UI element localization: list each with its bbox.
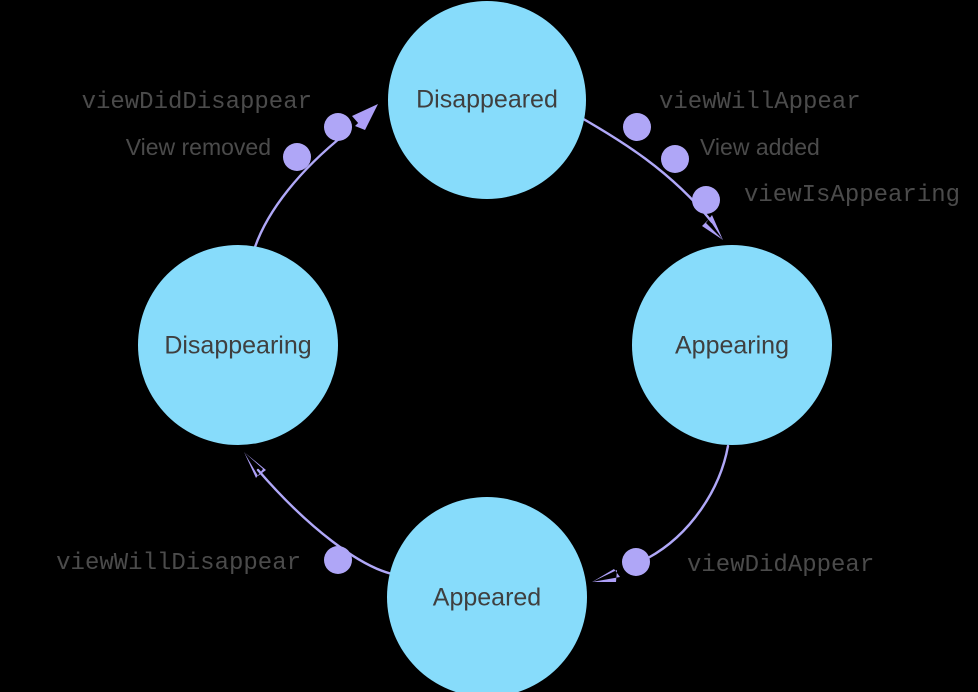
arrowhead-disappearing (244, 452, 266, 478)
node-disappeared[interactable]: Disappeared (388, 1, 586, 199)
edge-dot (324, 113, 352, 141)
edge-label-view-added: View added (700, 134, 820, 160)
node-label-disappearing: Disappearing (164, 332, 311, 360)
edge-path-disappearing-to-disappeared (253, 132, 347, 249)
edge-path-appeared-to-disappearing (256, 468, 394, 576)
edge-dot (283, 143, 311, 171)
edge-label-view-removed: View removed (126, 134, 271, 160)
arrowhead-disappeared (352, 104, 378, 130)
node-label-appeared: Appeared (433, 584, 541, 612)
edge-label-view-is-appearing: viewIsAppearing (744, 182, 960, 209)
edge-dot (324, 546, 352, 574)
edge-label-view-will-appear: viewWillAppear (659, 89, 861, 116)
node-circle-disappeared[interactable] (388, 1, 586, 199)
node-circle-appeared[interactable] (387, 497, 587, 692)
node-label-appearing: Appearing (675, 332, 789, 360)
edge-disappeared-to-appearing (578, 113, 723, 240)
edge-dot (622, 548, 650, 576)
edge-dot (661, 145, 689, 173)
node-disappearing[interactable]: Disappearing (138, 245, 338, 445)
edge-dot (623, 113, 651, 141)
node-appearing[interactable]: Appearing (632, 245, 832, 445)
node-circle-disappearing[interactable] (138, 245, 338, 445)
edge-label-view-did-disappear: viewDidDisappear (82, 89, 312, 116)
arrowhead-appearing (702, 215, 723, 240)
arrowhead-appeared (592, 569, 620, 582)
node-label-disappeared: Disappeared (416, 86, 558, 114)
edge-path-appearing-to-appeared (646, 444, 730, 560)
edge-label-view-did-appear: viewDidAppear (687, 552, 874, 579)
node-circle-appearing[interactable] (632, 245, 832, 445)
edge-appearing-to-appeared (592, 444, 730, 582)
edge-disappearing-to-disappeared (253, 104, 378, 249)
edge-dot (692, 186, 720, 214)
edge-label-view-will-disappear: viewWillDisappear (56, 550, 301, 577)
edge-appeared-to-disappearing (244, 452, 394, 576)
node-appeared[interactable]: Appeared (387, 497, 587, 692)
